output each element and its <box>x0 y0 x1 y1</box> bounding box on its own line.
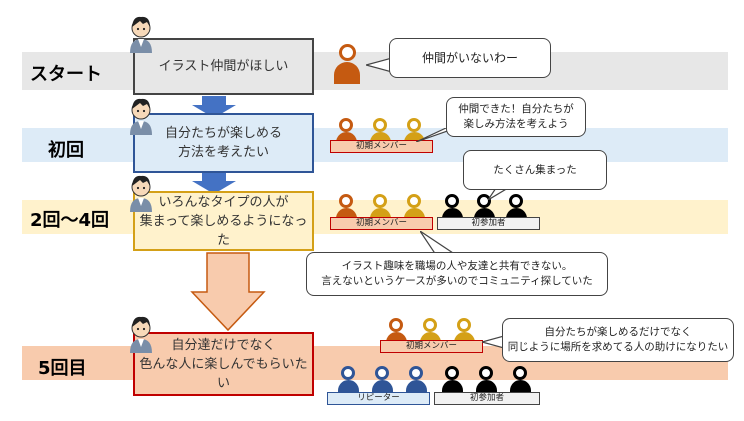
bubble-tail <box>420 231 456 255</box>
group-label-first-timers: 初参加者 <box>437 217 540 230</box>
stage-label-mid: 2回〜4回 <box>30 210 110 231</box>
step-box-start: イラスト仲間がほしい <box>133 38 314 95</box>
bubble-tail <box>488 188 510 200</box>
avatar-icon <box>128 313 154 353</box>
step-box-first: 自分たちが楽しめる 方法を考えたい <box>133 113 314 173</box>
step-box-fifth: 自分達だけでなく 色んな人に楽しんでもらいたい <box>133 332 314 396</box>
stage-label-first: 初回 <box>48 140 84 161</box>
avatar-icon <box>128 13 154 53</box>
person-icon <box>442 366 464 396</box>
group-label-initial-members: 初期メンバー <box>330 140 433 153</box>
step-box-mid: いろんなタイプの人が 集まって楽しめるようになった <box>133 191 314 251</box>
speech-bubble-fifth: 自分たちが楽しめるだけでなく 同じように場所を求めてる人の助けになりたい <box>502 318 734 362</box>
avatar-icon <box>128 172 154 212</box>
person-icon <box>510 366 532 396</box>
speech-bubble-first: 仲間できた！自分たちが 楽しみ方法を考えよう <box>446 97 586 137</box>
person-icon <box>334 44 360 86</box>
down-arrow-icon <box>190 252 266 332</box>
bubble-tail <box>482 336 504 348</box>
down-arrow-icon <box>190 172 238 194</box>
person-icon <box>406 366 428 396</box>
bubble-tail <box>366 58 392 72</box>
person-icon <box>476 366 498 396</box>
person-icon <box>372 366 394 396</box>
stage-label-start: スタート <box>30 64 102 85</box>
person-icon <box>338 366 360 396</box>
stage-label-fifth: 5回目 <box>38 358 87 379</box>
speech-bubble-mid-top: たくさん集まった <box>463 150 607 190</box>
group-label-repeaters: リピーター <box>327 392 430 405</box>
down-arrow-icon <box>190 96 238 118</box>
speech-bubble-start: 仲間がいないわー <box>389 38 551 78</box>
group-label-initial-members: 初期メンバー <box>330 217 433 230</box>
speech-bubble-mid-bottom: イラスト趣味を職場の人や友達と共有できない。 言えないというケースが多いのでコミ… <box>306 252 608 296</box>
group-label-initial-members: 初期メンバー <box>380 340 483 353</box>
group-label-first-timers: 初参加者 <box>434 392 540 405</box>
avatar-icon <box>128 95 154 135</box>
